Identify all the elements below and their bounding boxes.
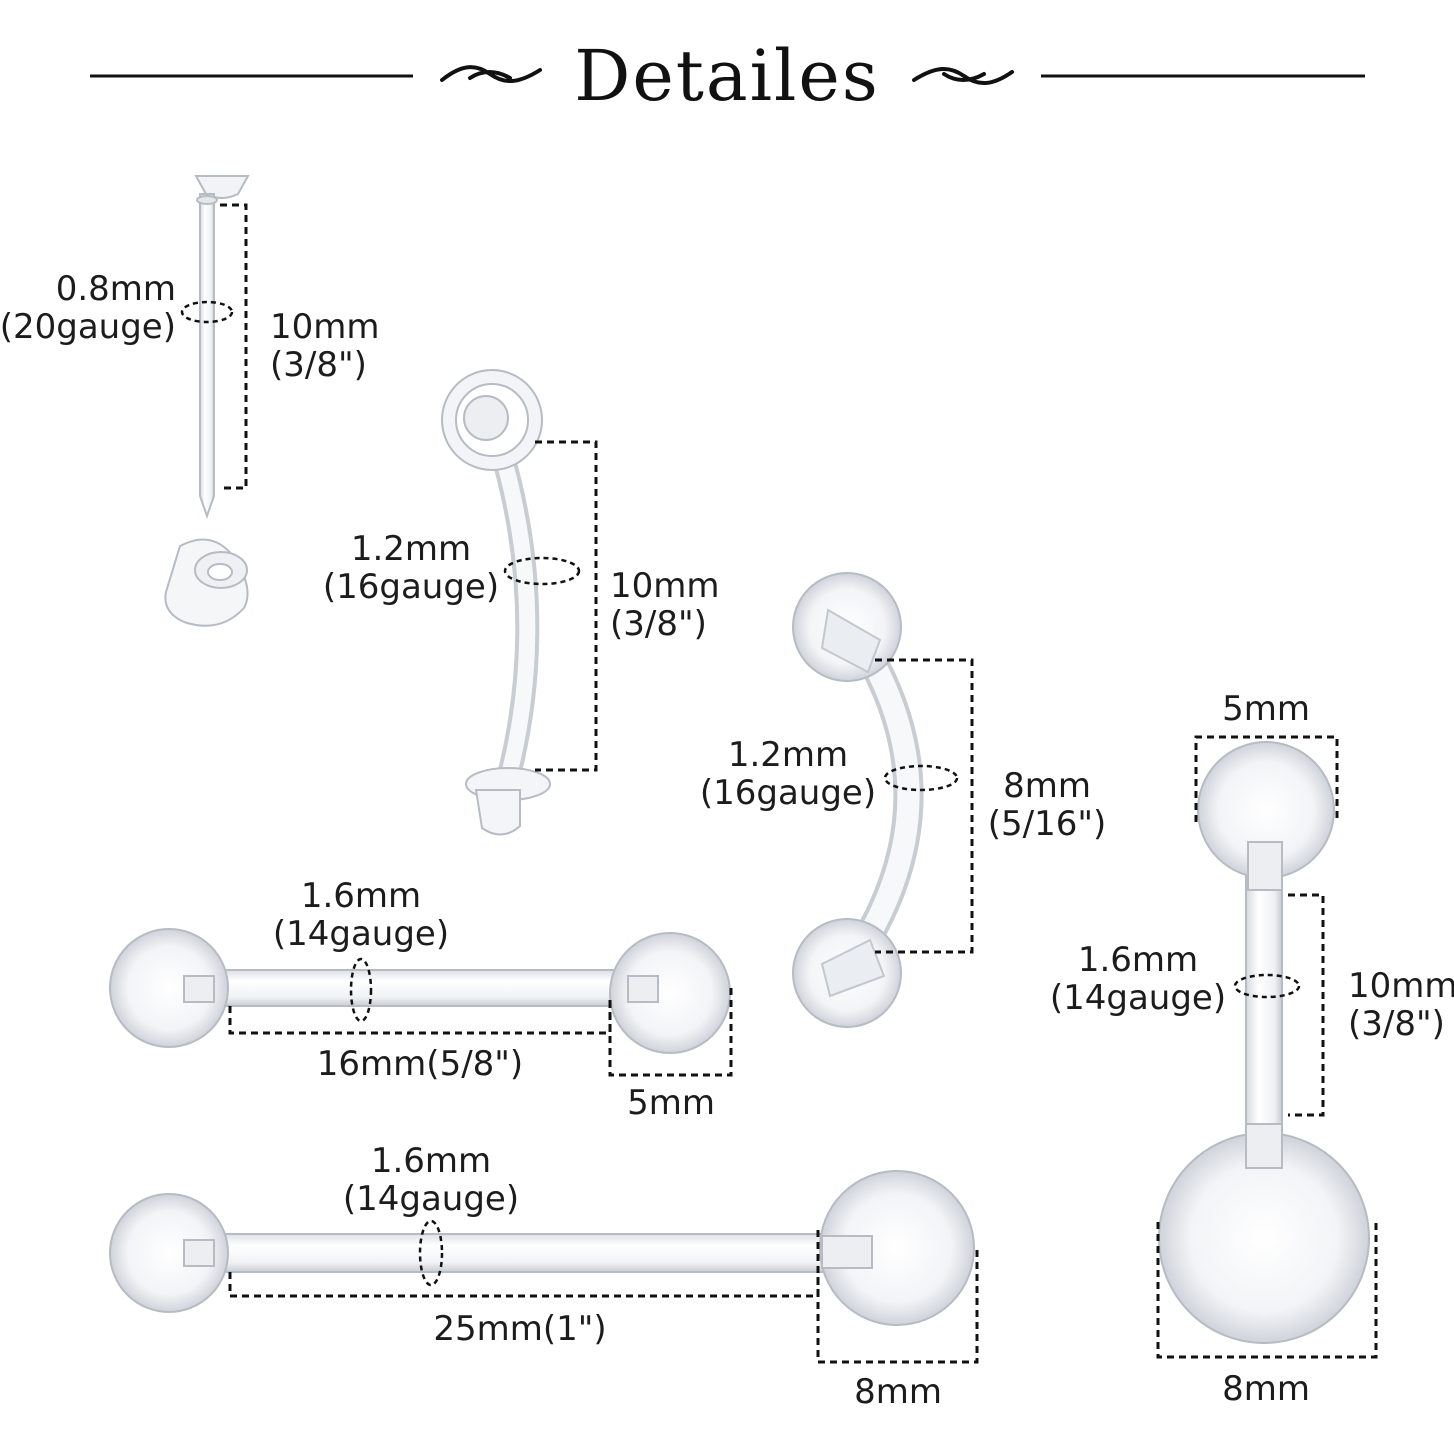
straight-long-gauge: 1.6mm xyxy=(370,1141,492,1181)
straight-short-gauge-note: (14gauge) xyxy=(272,914,450,954)
curved-balls-length-label: 8mm (5/16") xyxy=(982,767,1112,843)
right-flourish-icon xyxy=(912,67,1014,85)
flat-stud-gauge: 0.8mm xyxy=(55,269,176,309)
belly-length-label: 10mm (3/8") xyxy=(1348,967,1454,1043)
belly-gauge: 1.6mm xyxy=(1077,940,1199,980)
flat-stud-length: 10mm xyxy=(270,307,380,347)
straight-long-gauge-note: (14gauge) xyxy=(342,1179,520,1219)
belly-top-ball: 5mm xyxy=(1222,689,1310,729)
flat-stud-gauge-label: 0.8mm (20gauge) xyxy=(0,270,176,346)
straight-barbell-short-icon xyxy=(109,928,731,1054)
title-divider xyxy=(90,65,1365,85)
page-title: Detailes xyxy=(574,35,880,117)
flat-stud-gauge-note: (20gauge) xyxy=(0,307,176,347)
curved-disc-length-note: (3/8") xyxy=(610,604,707,644)
curved-disc-gauge-label: 1.2mm (16gauge) xyxy=(318,530,504,606)
flat-stud-dims xyxy=(180,203,248,490)
belly-ring-dims xyxy=(1156,735,1378,1359)
belly-gauge-note: (14gauge) xyxy=(1049,978,1227,1018)
curved-balls-gauge-label: 1.2mm (16gauge) xyxy=(695,736,881,812)
curved-balls-length: 8mm xyxy=(1003,766,1091,806)
belly-length: 10mm xyxy=(1348,966,1454,1006)
curved-balls-length-note: (5/16") xyxy=(987,804,1107,844)
curved-balls-gauge-note: (16gauge) xyxy=(699,773,877,813)
curved-barbell-disc-dims xyxy=(503,440,598,772)
curved-barbell-balls-icon xyxy=(792,572,924,1028)
straight-long-length: 25mm(1") xyxy=(433,1309,607,1349)
straight-barbell-long-dims xyxy=(228,1219,979,1364)
curved-disc-length: 10mm xyxy=(610,566,720,606)
straight-short-ball: 5mm xyxy=(627,1083,715,1123)
flat-stud-icon xyxy=(194,175,250,520)
straight-short-gauge-label: 1.6mm (14gauge) xyxy=(268,877,454,953)
flat-stud-length-note: (3/8") xyxy=(270,345,367,385)
straight-barbell-long-icon xyxy=(109,1170,975,1326)
curved-disc-length-label: 10mm (3/8") xyxy=(610,567,720,643)
belly-ring-icon xyxy=(1158,741,1370,1344)
straight-long-gauge-label: 1.6mm (14gauge) xyxy=(338,1142,524,1218)
straight-barbell-short-dims xyxy=(228,957,733,1077)
belly-gauge-label: 1.6mm (14gauge) xyxy=(1045,941,1231,1017)
straight-short-gauge: 1.6mm xyxy=(300,876,422,916)
curved-balls-gauge: 1.2mm xyxy=(727,735,849,775)
flat-stud-length-label: 10mm (3/8") xyxy=(270,308,380,384)
straight-short-length: 16mm(5/8") xyxy=(316,1044,524,1084)
belly-bottom-ball: 8mm xyxy=(1222,1369,1310,1409)
belly-length-note: (3/8") xyxy=(1348,1004,1445,1044)
curved-barbell-balls-dims xyxy=(875,658,974,954)
curved-disc-gauge: 1.2mm xyxy=(350,529,472,569)
left-flourish-icon xyxy=(440,65,542,83)
backing-clutch-icon xyxy=(164,538,249,627)
curved-disc-gauge-note: (16gauge) xyxy=(322,567,500,607)
straight-long-ball: 8mm xyxy=(854,1372,942,1412)
curved-barbell-disc-icon xyxy=(441,369,551,836)
